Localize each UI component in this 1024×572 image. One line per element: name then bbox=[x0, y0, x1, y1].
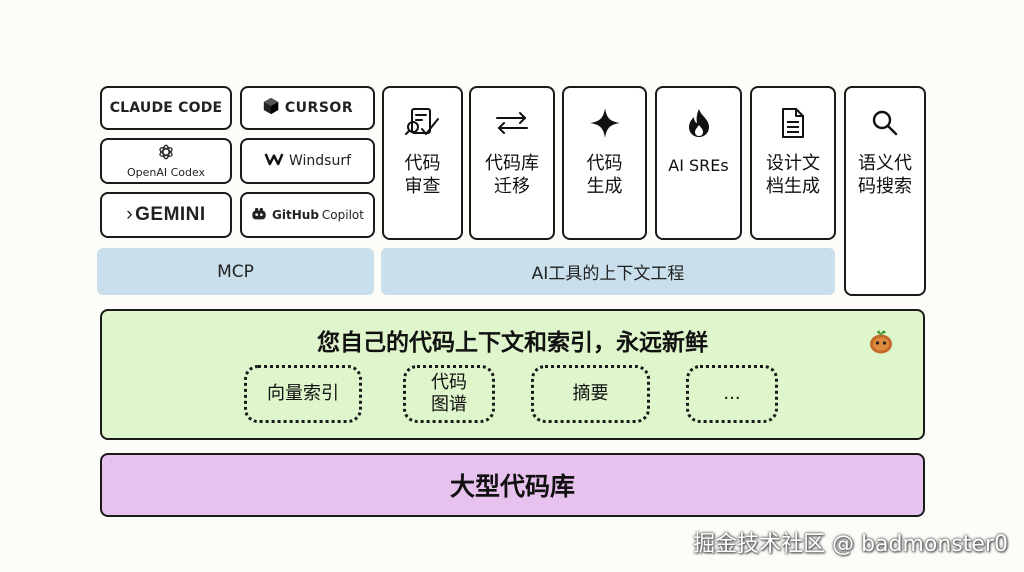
gemini-label: GEMINI bbox=[135, 204, 206, 225]
tool-semantic-code-search: 语义代码搜索 bbox=[844, 86, 926, 296]
cursor-cube-icon bbox=[262, 97, 285, 119]
claude-code-label: CLAUDE CODE bbox=[109, 100, 223, 116]
context-item-label: 摘要 bbox=[572, 383, 609, 404]
windsurf-wave-icon bbox=[264, 151, 289, 171]
summary-item: 摘要 bbox=[531, 365, 650, 423]
context-layer-title: 您自己的代码上下文和索引，永远新鲜 bbox=[317, 330, 708, 356]
copilot-icon bbox=[251, 207, 272, 224]
openai-codex-logo: OpenAI Codex bbox=[100, 138, 232, 184]
tool-design-doc-generation: 设计文档生成 bbox=[750, 86, 836, 240]
windsurf-logo: Windsurf bbox=[240, 138, 375, 184]
search-icon bbox=[865, 106, 905, 140]
more-item: ... bbox=[686, 365, 778, 423]
code-graph-item: 代码图谱 bbox=[403, 365, 495, 423]
tool-ai-sres: AI SREs bbox=[655, 86, 742, 240]
mascot-icon bbox=[867, 327, 895, 359]
windsurf-label: Windsurf bbox=[288, 153, 352, 169]
github-copilot-logo: GitHub Copilot bbox=[240, 192, 375, 238]
context-item-label: ... bbox=[723, 383, 741, 404]
tool-code-generation: 代码生成 bbox=[562, 86, 647, 240]
gemini-chevron-icon: › bbox=[126, 204, 134, 225]
context-engineering-label: AI工具的上下文工程 bbox=[531, 264, 685, 284]
document-icon bbox=[773, 106, 813, 140]
context-layer: 您自己的代码上下文和索引，永远新鲜 向量索引 代码图谱 摘要 ... bbox=[100, 309, 925, 440]
vector-index-item: 向量索引 bbox=[244, 365, 362, 423]
code-review-icon bbox=[403, 106, 443, 140]
mcp-band: MCP bbox=[97, 248, 374, 295]
copilot-label: Copilot bbox=[321, 208, 364, 222]
migrate-arrows-icon bbox=[492, 106, 532, 140]
github-label: GitHub bbox=[272, 208, 319, 222]
gemini-logo: › GEMINI bbox=[100, 192, 232, 238]
cursor-label: CURSOR bbox=[284, 100, 354, 116]
mcp-label: MCP bbox=[217, 261, 254, 282]
tool-label: 代码审查 bbox=[404, 153, 441, 197]
codebase-layer: 大型代码库 bbox=[100, 453, 925, 517]
watermark: 掘金技术社区 @ badmonster0 bbox=[693, 532, 1008, 557]
tool-label: AI SREs bbox=[668, 156, 729, 175]
tool-label: 设计文档生成 bbox=[766, 153, 820, 197]
context-item-label: 代码图谱 bbox=[431, 372, 467, 415]
fire-icon bbox=[679, 106, 719, 140]
tool-code-review: 代码审查 bbox=[382, 86, 463, 240]
cursor-logo: CURSOR bbox=[240, 86, 375, 130]
tool-codebase-migration: 代码库迁移 bbox=[469, 86, 555, 240]
openai-codex-label: OpenAI Codex bbox=[126, 165, 206, 179]
tool-label: 代码生成 bbox=[586, 153, 623, 197]
claude-code-logo: CLAUDE CODE bbox=[100, 86, 232, 130]
tool-label: 代码库迁移 bbox=[485, 153, 539, 197]
context-item-label: 向量索引 bbox=[267, 383, 339, 404]
openai-knot-icon bbox=[157, 143, 175, 165]
sparkle-icon bbox=[585, 106, 625, 140]
codebase-label: 大型代码库 bbox=[449, 472, 575, 501]
context-engineering-band: AI工具的上下文工程 bbox=[381, 248, 835, 295]
tool-label: 语义代码搜索 bbox=[858, 153, 912, 197]
